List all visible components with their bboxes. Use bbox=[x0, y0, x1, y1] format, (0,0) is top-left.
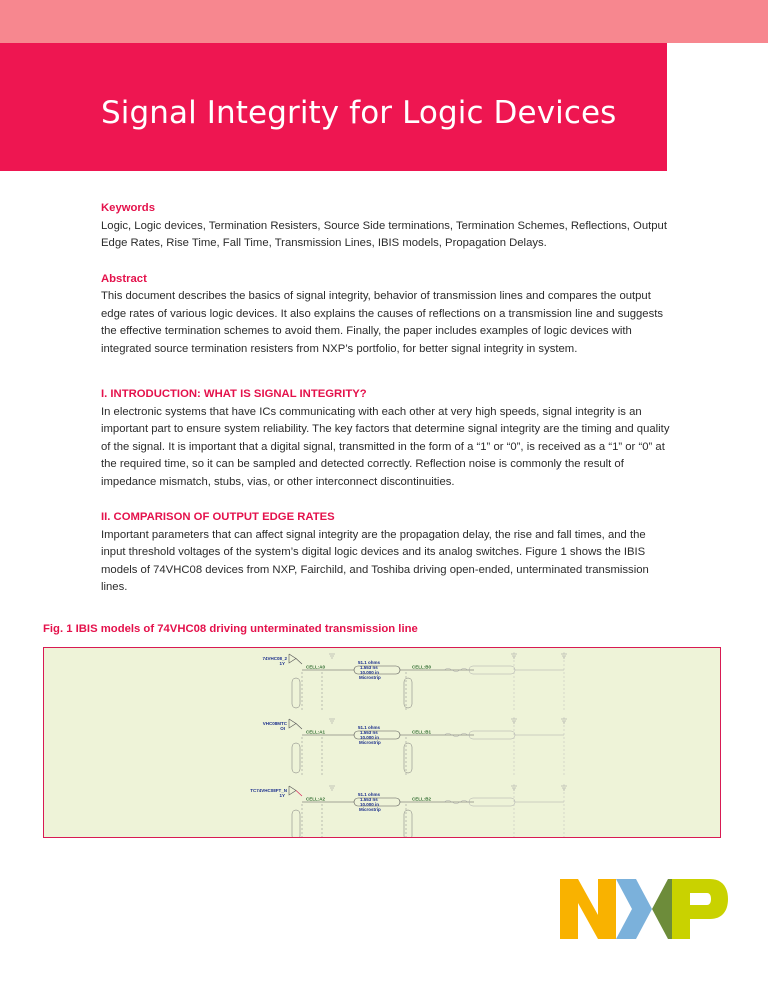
ground-symbol bbox=[511, 653, 517, 659]
resistor-symbol bbox=[443, 668, 469, 672]
document-body: Keywords Logic, Logic devices, Terminati… bbox=[101, 200, 671, 615]
ground-symbol bbox=[561, 653, 567, 659]
device-label: 74VHC08_2 bbox=[262, 656, 287, 661]
ground-symbol bbox=[561, 718, 567, 724]
driver-lead bbox=[295, 658, 303, 665]
load-cylinder bbox=[291, 742, 301, 774]
title-banner: Signal Integrity for Logic Devices bbox=[0, 43, 667, 171]
cell-a-label: CELL:A1 bbox=[306, 730, 325, 735]
ground-symbol bbox=[329, 785, 335, 791]
cell-b-label: CELL:B0 bbox=[412, 665, 431, 670]
abstract-section: Abstract This document describes the bas… bbox=[101, 271, 671, 359]
faded-tline-symbol bbox=[468, 665, 516, 675]
tline-length-label: 10.000 in bbox=[360, 670, 379, 675]
logo-p-shape bbox=[672, 879, 728, 939]
tline-length-label: 10.000 in bbox=[360, 802, 379, 807]
buffer-symbol bbox=[288, 718, 297, 729]
tline-impedance-label: 51.1 ohms bbox=[358, 725, 381, 730]
tline-delay-label: 1.553 ns bbox=[360, 730, 378, 735]
comparison-heading: II. COMPARISON OF OUTPUT EDGE RATES bbox=[101, 511, 335, 523]
device-pin-label: OI bbox=[280, 726, 285, 731]
top-color-band bbox=[0, 0, 768, 43]
tline-length-label: 10.000 in bbox=[360, 735, 379, 740]
tline-type-label: Microstrip bbox=[359, 675, 381, 680]
keywords-text: Logic, Logic devices, Termination Resist… bbox=[101, 219, 667, 250]
tline-delay-label: 1.553 ns bbox=[360, 797, 378, 802]
tline-impedance-label: 51.1 ohms bbox=[358, 660, 381, 665]
introduction-heading: I. INTRODUCTION: WHAT IS SIGNAL INTEGRIT… bbox=[101, 388, 367, 400]
introduction-section: I. INTRODUCTION: WHAT IS SIGNAL INTEGRIT… bbox=[101, 386, 671, 491]
device-pin-label: 1Y bbox=[279, 661, 285, 666]
logo-n-shape bbox=[560, 879, 616, 939]
device-label: VHC08MTC bbox=[263, 721, 288, 726]
buffer-symbol bbox=[288, 653, 297, 664]
keywords-heading: Keywords bbox=[101, 202, 155, 214]
ground-symbol bbox=[329, 653, 335, 659]
load-cylinder bbox=[403, 677, 413, 709]
comparison-text: Important parameters that can affect sig… bbox=[101, 528, 649, 594]
keywords-section: Keywords Logic, Logic devices, Terminati… bbox=[101, 200, 671, 253]
cell-b-label: CELL:B2 bbox=[412, 797, 431, 802]
tline-type-label: Microstrip bbox=[359, 740, 381, 745]
figure-caption: Fig. 1 IBIS models of 74VHC08 driving un… bbox=[43, 623, 418, 635]
tline-delay-label: 1.553 ns bbox=[360, 665, 378, 670]
device-pin-label: 1Y bbox=[279, 793, 285, 798]
cell-a-label: CELL:A2 bbox=[306, 797, 325, 802]
ground-symbol bbox=[561, 785, 567, 791]
ground-symbol bbox=[329, 718, 335, 724]
load-cylinder bbox=[403, 809, 413, 837]
buffer-symbol bbox=[288, 785, 297, 796]
tline-impedance-label: 51.1 ohms bbox=[358, 792, 381, 797]
driver-lead bbox=[295, 723, 303, 730]
nxp-logo bbox=[560, 879, 728, 939]
cell-b-label: CELL:B1 bbox=[412, 730, 431, 735]
abstract-heading: Abstract bbox=[101, 272, 147, 285]
abstract-text: This document describes the basics of si… bbox=[101, 290, 664, 355]
tline-type-label: Microstrip bbox=[359, 807, 381, 812]
ground-symbol bbox=[511, 718, 517, 724]
logo-x-left-shape bbox=[616, 879, 652, 939]
page-title: Signal Integrity for Logic Devices bbox=[101, 95, 617, 131]
ground-symbol bbox=[511, 785, 517, 791]
resistor-symbol bbox=[443, 733, 469, 737]
faded-tline-symbol bbox=[468, 730, 516, 740]
comparison-section: II. COMPARISON OF OUTPUT EDGE RATES Impo… bbox=[101, 509, 671, 597]
load-cylinder bbox=[403, 742, 413, 774]
resistor-symbol bbox=[443, 800, 469, 804]
cell-a-label: CELL:A0 bbox=[306, 665, 325, 670]
introduction-text: In electronic systems that have ICs comm… bbox=[101, 405, 670, 488]
device-label: TC74VHC08FT_N bbox=[250, 788, 287, 793]
load-cylinder bbox=[291, 677, 301, 709]
faded-tline-symbol bbox=[468, 797, 516, 807]
driver-lead bbox=[295, 790, 303, 797]
load-cylinder bbox=[291, 809, 301, 837]
